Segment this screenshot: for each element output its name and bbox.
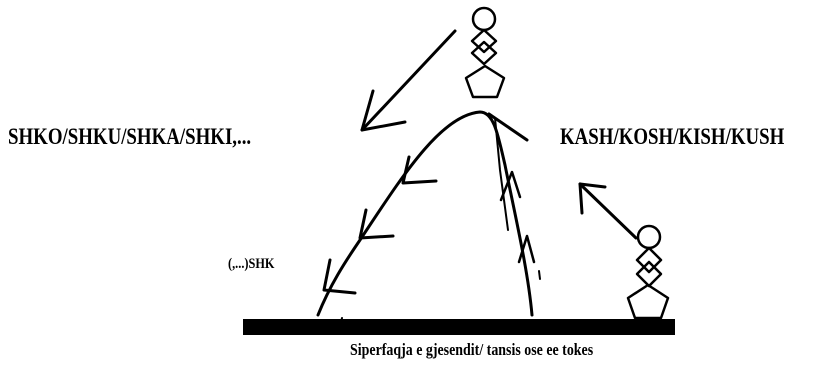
- ascending-dash: [538, 270, 541, 280]
- top-arrow-shaft: [360, 29, 457, 132]
- descending-arrowhead-3: [322, 258, 357, 295]
- right-syllables-label: KASH/KOSH/KISH/KUSH: [560, 124, 785, 149]
- ascending-arrowhead-2: [517, 234, 536, 264]
- top-person-icon: [464, 6, 506, 99]
- descending-arrowhead-2: [358, 208, 395, 240]
- shk-label: (,...)SHK: [228, 256, 275, 272]
- ascending-arrowhead-1: [499, 170, 522, 202]
- left-syllables-label: SHKO/SHKU/SHKA/SHKI,...: [8, 124, 252, 149]
- ground-tick-mark: [340, 317, 343, 323]
- trajectory-curve: [316, 110, 534, 317]
- right-arrow-head: [578, 182, 607, 215]
- descending-arrowhead-1: [401, 155, 438, 185]
- right-arrow-shaft: [578, 182, 638, 240]
- ground-surface-bar: [243, 319, 675, 335]
- top-arrow-head: [360, 89, 407, 132]
- right-person-icon: [626, 224, 670, 320]
- ascending-inner-line: [494, 117, 509, 231]
- surface-caption: Siperfaqja e gjesendit/ tansis ose ee to…: [350, 340, 594, 359]
